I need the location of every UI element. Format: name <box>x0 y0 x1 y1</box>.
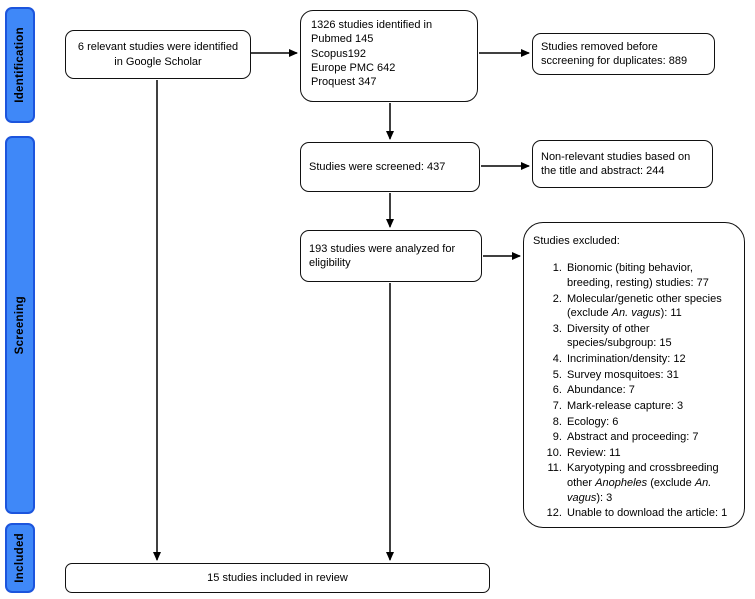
exclusion-item-text: ): 3 <box>596 491 613 504</box>
exclusion-item-text: Abundance: 7 <box>567 384 635 397</box>
stage-label-screening-text: Screening <box>14 295 26 355</box>
exclusion-item-text: Ecology: 6 <box>567 415 619 428</box>
exclusion-item-text: Karyotyping and crossbreeding other <box>567 462 719 490</box>
exclusion-item-text: Diversity of other species/subgroup: 15 <box>567 322 672 350</box>
box-google-scholar: 6 relevant studies were identified in Go… <box>65 30 251 79</box>
exclusion-item: Abundance: 7 <box>565 383 736 398</box>
exclusion-item: Abstract and proceeding: 7 <box>565 430 736 445</box>
exclusion-item: Karyotyping and crossbreeding other Anop… <box>565 461 736 505</box>
exclusions-title: Studies excluded: <box>533 235 620 247</box>
exclusion-item: Mark-release capture: 3 <box>565 399 736 414</box>
stage-label-included: Included <box>5 523 35 593</box>
exclusion-item-text: Review: 11 <box>567 446 621 459</box>
databases-line: Europe PMC 642 <box>311 61 396 74</box>
box-included-text: 15 studies included in review <box>207 571 348 584</box>
exclusion-item-text: Incrimination/density: 12 <box>567 353 686 366</box>
databases-line: Scopus192 <box>311 47 367 60</box>
box-nonrelevant-text: Non-relevant studies based on the title … <box>541 150 691 177</box>
stage-label-screening: Screening <box>5 136 35 514</box>
box-nonrelevant-studies: Non-relevant studies based on the title … <box>532 140 713 188</box>
exclusion-item: Review: 11 <box>565 446 736 461</box>
box-removed-text: Studies removed before sccreening for du… <box>541 40 688 67</box>
box-studies-screened: Studies were screened: 437 <box>300 142 480 192</box>
box-included-in-review: 15 studies included in review <box>65 563 490 593</box>
box-removed-before-screening: Studies removed before sccreening for du… <box>532 33 715 75</box>
box-analyzed-eligibility: 193 studies were analyzed for eligibilit… <box>300 230 482 282</box>
exclusion-item-text: Abstract and proceeding: 7 <box>567 431 699 444</box>
exclusion-item: Bionomic (biting behavior, breeding, res… <box>565 261 736 290</box>
exclusion-item-text: Bionomic (biting behavior, breeding, res… <box>567 262 709 289</box>
databases-line: Pubmed 145 <box>311 33 374 46</box>
exclusion-item: Ecology: 6 <box>565 415 736 430</box>
exclusion-item-text: Survey mosquitoes: 31 <box>567 368 679 381</box>
box-google-scholar-text: 6 relevant studies were identified in Go… <box>77 41 239 68</box>
stage-label-included-text: Included <box>14 533 26 583</box>
species-name: Anopheles <box>595 477 648 490</box>
exclusion-item: Diversity of other species/subgroup: 15 <box>565 322 736 351</box>
exclusion-item: Unable to download the article: 1 <box>565 506 736 521</box>
box-studies-excluded: Studies excluded: Bionomic (biting behav… <box>523 222 745 528</box>
exclusions-list: Bionomic (biting behavior, breeding, res… <box>533 261 736 521</box>
exclusion-item: Incrimination/density: 12 <box>565 352 736 367</box>
species-name: An. vagus <box>611 307 661 320</box>
box-screened-text: Studies were screened: 437 <box>309 160 446 173</box>
stage-label-identification: Identification <box>5 7 35 123</box>
exclusion-item: Survey mosquitoes: 31 <box>565 368 736 383</box>
databases-line: Proquest 347 <box>311 76 377 89</box>
species-name: An. vagus <box>567 477 712 504</box>
exclusion-item: Molecular/genetic other species (exclude… <box>565 292 736 321</box>
exclusion-item-text: Molecular/genetic other species (exclude <box>567 292 722 320</box>
exclusion-item-text: ): 11 <box>660 307 682 320</box>
exclusion-item-text: Unable to download the article: 1 <box>567 507 728 520</box>
exclusion-item-text: Mark-release capture: 3 <box>567 399 684 412</box>
box-databases-identified: 1326 studies identified in Pubmed 145 Sc… <box>300 10 478 102</box>
databases-line: 1326 studies identified in <box>311 19 433 31</box>
stage-label-identification-text: Identification <box>14 27 26 103</box>
box-eligibility-text: 193 studies were analyzed for eligibilit… <box>309 242 456 269</box>
exclusion-item-text: (exclude <box>647 477 695 490</box>
